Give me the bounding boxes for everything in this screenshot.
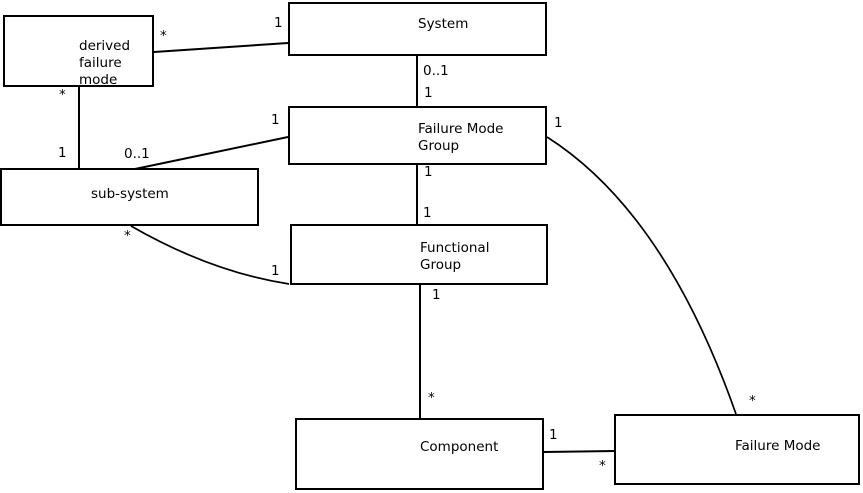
multiplicity-failure-mode-left-star: * [599,458,606,474]
entity-component: Component [295,418,544,490]
connector-component-failure-mode [543,450,616,453]
entity-sub-system-label: sub-system [91,186,169,202]
multiplicity-failure-mode-top-star: * [749,393,756,409]
multiplicity-failure-mode-group-left-one: 1 [271,112,280,128]
multiplicity-failure-mode-group-right-one: 1 [554,115,563,131]
multiplicity-derived-failure-mode-system-star: * [160,28,167,44]
multiplicity-sub-system-top-one: 1 [58,145,67,161]
entity-system-label: System [418,16,469,32]
multiplicity-system-one: 1 [274,15,283,31]
entity-derived-failure-mode: derived failure mode [3,15,154,88]
multiplicity-functional-group-bottom-one: 1 [432,287,441,303]
entity-functional-group-label: Functional Group [420,240,490,273]
entity-derived-failure-mode-label: derived failure mode [79,38,131,88]
entity-failure-mode-label: Failure Mode [735,438,821,454]
connector-failure-mode-group-sub-system [134,136,289,170]
connector-sub-system-functional-group [130,225,290,285]
entity-sub-system: sub-system [0,168,259,226]
entity-failure-mode: Failure Mode [614,414,860,485]
connector-failure-mode-group-failure-mode [546,136,737,415]
multiplicity-derived-failure-mode-sub-system-star: * [59,87,66,103]
multiplicity-sub-system-bottom-star: * [124,228,131,244]
multiplicity-sub-system-zero-or-one: 0..1 [124,146,150,162]
multiplicity-failure-mode-group-bottom-one: 1 [424,164,433,180]
multiplicity-system-zero-or-one: 0..1 [423,63,449,79]
entity-component-label: Component [420,439,499,455]
multiplicity-failure-mode-group-top-one: 1 [424,85,433,101]
multiplicity-component-top-star: * [428,390,435,406]
multiplicity-functional-group-top-one: 1 [423,205,432,221]
multiplicity-component-right-one: 1 [549,427,558,443]
entity-failure-mode-group: Failure Mode Group [288,106,547,165]
entity-failure-mode-group-label: Failure Mode Group [418,121,504,154]
entity-functional-group: Functional Group [290,224,548,285]
entity-system: System [288,2,547,56]
multiplicity-functional-group-left-one: 1 [271,263,280,279]
connector-derived-failure-mode-system [153,42,289,53]
